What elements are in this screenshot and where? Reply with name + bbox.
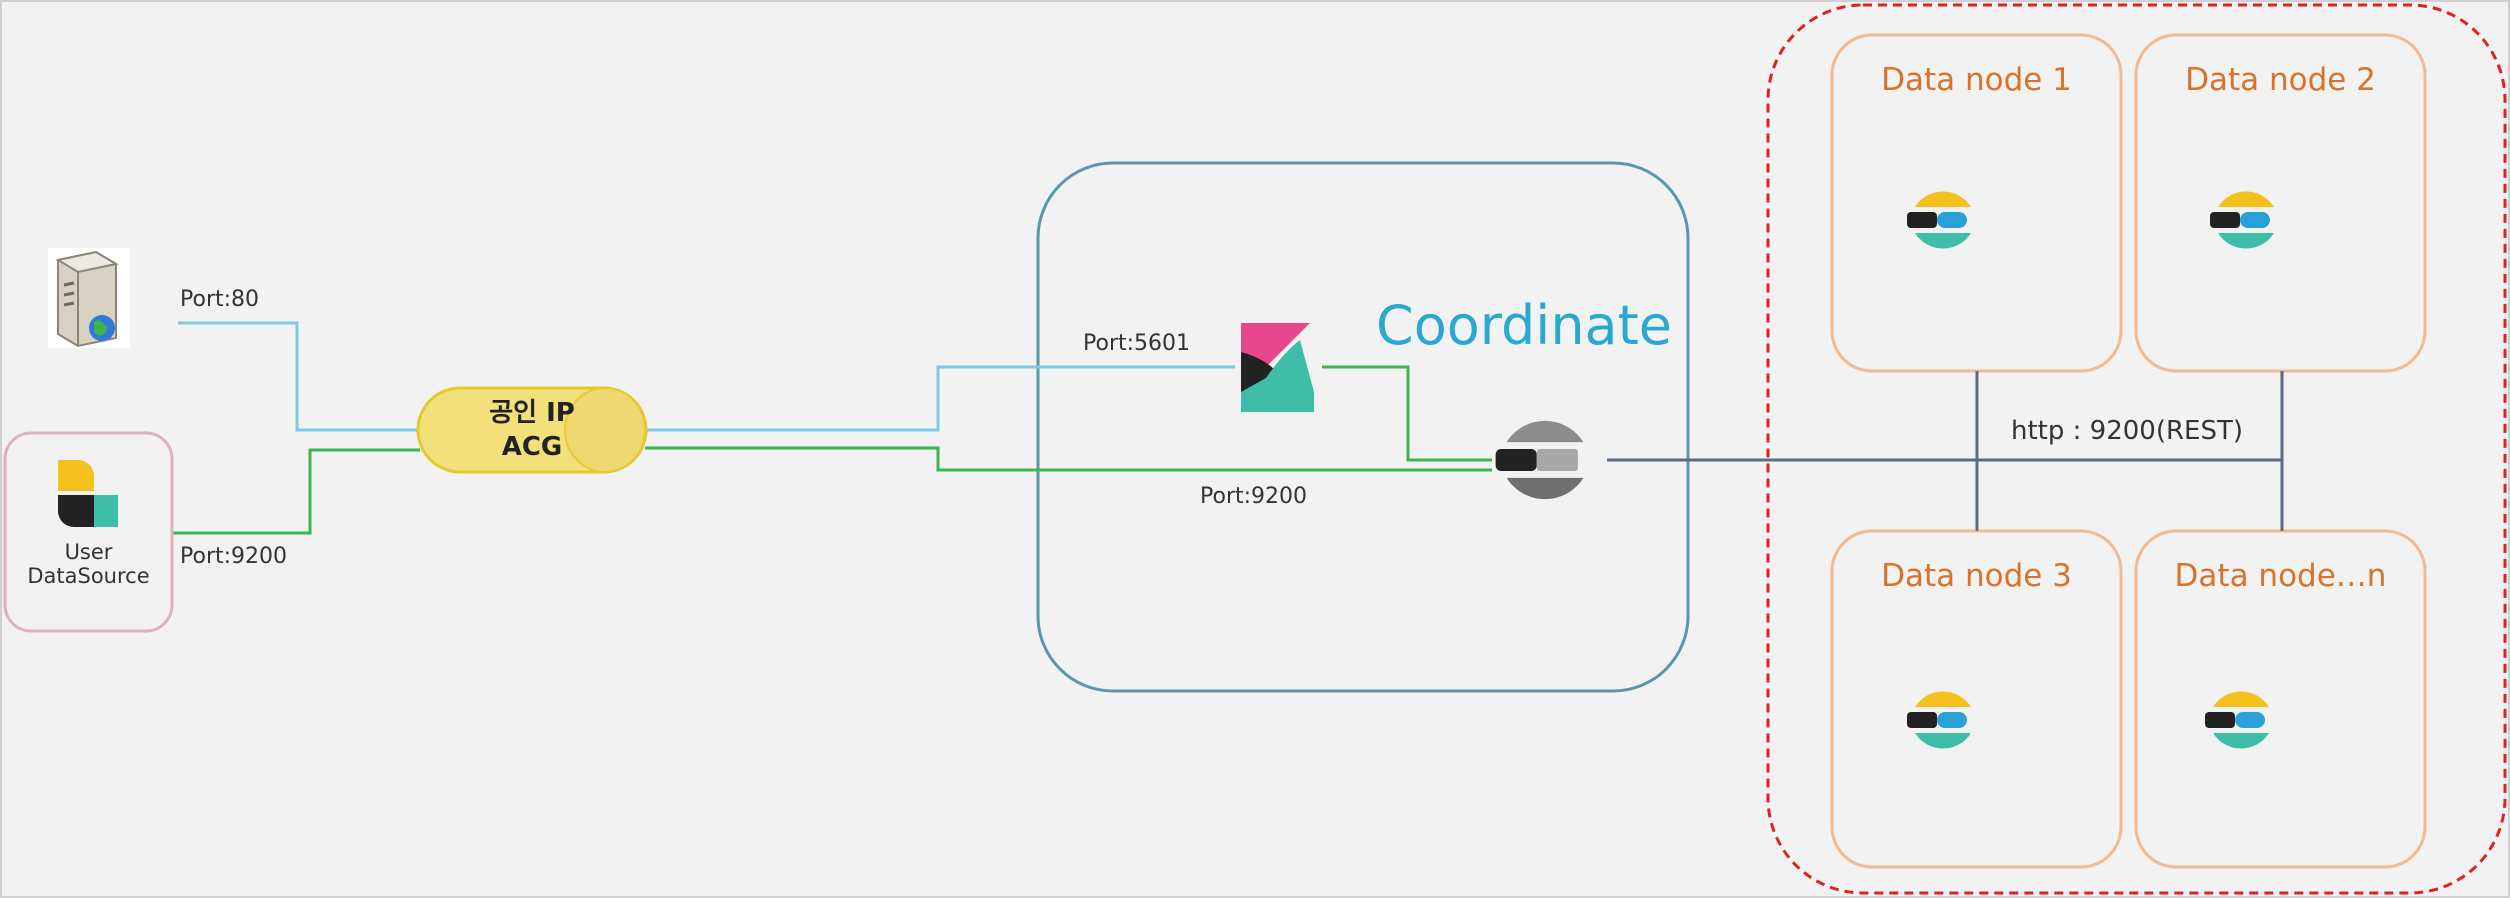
link-kibana-coordinator [1322,365,1492,462]
acg-label: 공인 IP ACG [418,396,646,464]
port-80-label: Port:80 [180,287,260,312]
link-port-9200-user [172,448,420,535]
elasticsearch-icon [1907,191,1971,249]
kibana-icon [1241,323,1314,412]
port-9200-coord-label: Port:9200 [1200,484,1308,509]
link-port-9200-coord [645,446,1492,472]
coordinate-box [1036,161,1690,693]
server-globe-icon [48,248,130,348]
user-label-line1: User [64,540,113,564]
user-datasource-label: User DataSource [5,540,172,588]
link-port-80 [178,321,420,432]
port-9200-user-label: Port:9200 [180,544,288,569]
rest-label: http : 9200(REST) [2011,416,2243,446]
elasticsearch-icon [2205,691,2269,749]
port-5601-label: Port:5601 [1083,331,1191,356]
elasticsearch-icon [2210,191,2274,249]
elastic-beats-icon [58,460,118,527]
acg-label-line2: ACG [501,432,563,462]
data-cluster-boundary [1766,3,2507,895]
data-node-3-title: Data node 3 [1881,558,2072,594]
elasticsearch-icon [1907,691,1971,749]
coordinate-title: Coordinate [1376,294,1673,357]
data-node-1-title: Data node 1 [1881,62,2072,98]
acg-label-line1: 공인 IP [489,398,575,428]
data-node-2-title: Data node 2 [2185,62,2376,98]
user-datasource-box [3,431,174,633]
acg-capsule [416,386,648,474]
link-port-5601 [645,365,1235,432]
elasticsearch-icon [1495,420,1584,500]
user-label-line2: DataSource [27,564,150,588]
data-node-n-title: Data node…n [2174,558,2387,594]
